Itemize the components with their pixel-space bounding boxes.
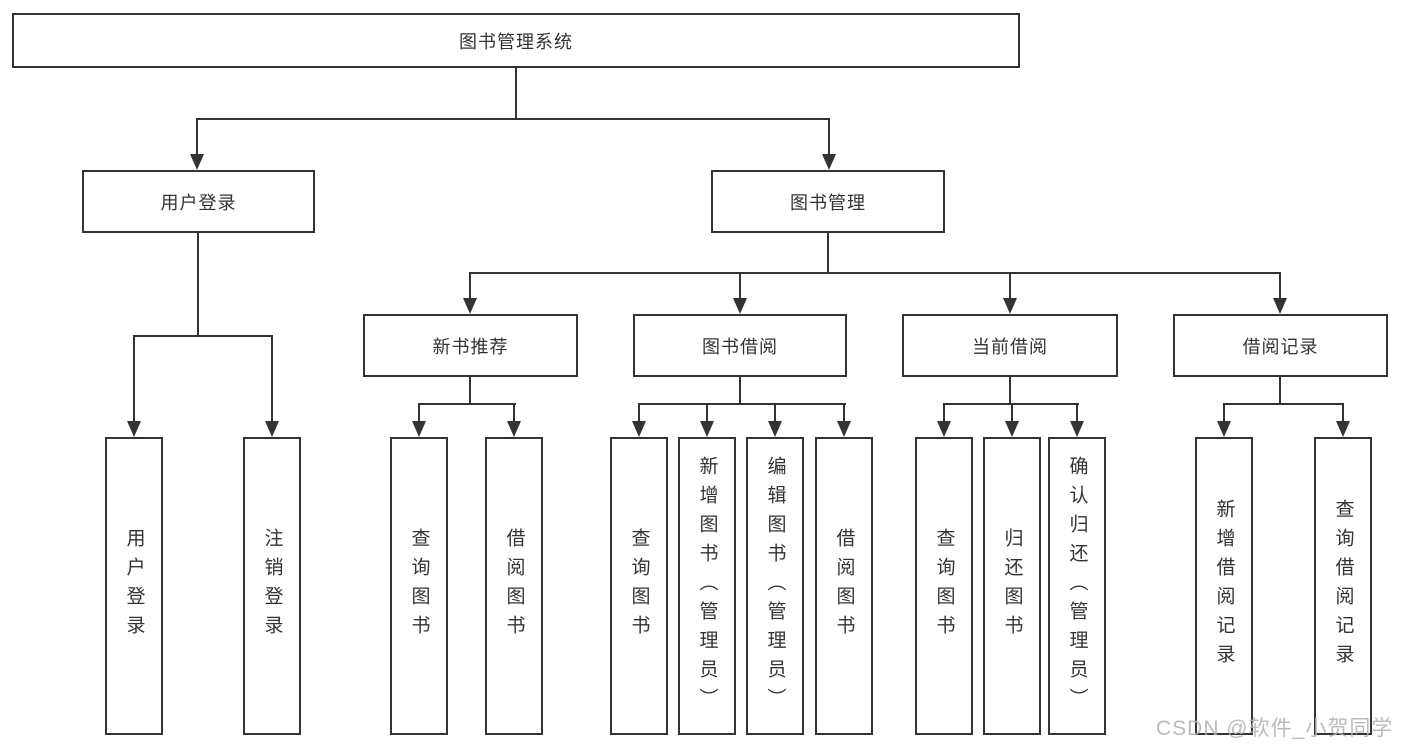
connector-vline bbox=[469, 272, 471, 300]
leaf-add-book-admin: 新增图书（管理员） bbox=[678, 437, 736, 735]
node-label: 借阅图书 bbox=[503, 528, 525, 644]
arrow-down-icon bbox=[1217, 421, 1231, 437]
connector-vline bbox=[197, 233, 199, 335]
node-label: 确认归还（管理员） bbox=[1066, 455, 1088, 717]
arrow-down-icon bbox=[265, 421, 279, 437]
leaf-query-books-current: 查询图书 bbox=[915, 437, 973, 735]
connector-vline bbox=[271, 335, 273, 423]
node-library-management-system: 图书管理系统 bbox=[12, 13, 1020, 68]
connector-vline bbox=[1279, 377, 1281, 403]
arrow-down-icon bbox=[822, 154, 836, 170]
arrow-down-icon bbox=[1003, 298, 1017, 314]
node-book-management: 图书管理 bbox=[711, 170, 945, 233]
node-label: 借阅记录 bbox=[1242, 336, 1319, 357]
node-label: 查询借阅记录 bbox=[1332, 499, 1354, 673]
connector-vline bbox=[843, 403, 845, 423]
leaf-return-book: 归还图书 bbox=[983, 437, 1041, 735]
connector-hline bbox=[133, 335, 273, 337]
arrow-down-icon bbox=[632, 421, 646, 437]
leaf-borrow-books-recommend: 借阅图书 bbox=[485, 437, 543, 735]
arrow-down-icon bbox=[1070, 421, 1084, 437]
arrow-down-icon bbox=[733, 298, 747, 314]
node-label: 借阅图书 bbox=[833, 528, 855, 644]
arrow-down-icon bbox=[937, 421, 951, 437]
node-borrowing-records: 借阅记录 bbox=[1173, 314, 1388, 377]
node-label: 图书管理 bbox=[790, 192, 866, 213]
watermark: CSDN @软件_小贺同学 bbox=[1156, 717, 1394, 740]
node-label: 图书借阅 bbox=[702, 336, 778, 357]
connector-vline bbox=[1223, 403, 1225, 423]
connector-vline bbox=[1342, 403, 1344, 423]
leaf-user-login: 用户登录 bbox=[105, 437, 163, 735]
connector-vline bbox=[469, 377, 471, 403]
node-label: 图书管理系统 bbox=[459, 31, 573, 52]
connector-vline bbox=[1076, 403, 1078, 423]
connector-hline bbox=[638, 403, 846, 405]
connector-vline bbox=[133, 335, 135, 423]
leaf-confirm-return-admin: 确认归还（管理员） bbox=[1048, 437, 1106, 735]
leaf-add-borrow-record: 新增借阅记录 bbox=[1195, 437, 1253, 735]
connector-vline bbox=[513, 403, 515, 423]
connector-hline bbox=[418, 403, 516, 405]
leaf-borrow-books: 借阅图书 bbox=[815, 437, 873, 735]
node-label: 用户登录 bbox=[160, 192, 237, 213]
connector-hline bbox=[196, 118, 830, 120]
connector-hline bbox=[1223, 403, 1344, 405]
connector-vline bbox=[1279, 272, 1281, 300]
arrow-down-icon bbox=[1336, 421, 1350, 437]
arrow-down-icon bbox=[700, 421, 714, 437]
connector-hline bbox=[469, 272, 1281, 274]
node-user-login: 用户登录 bbox=[82, 170, 315, 233]
arrow-down-icon bbox=[412, 421, 426, 437]
arrow-down-icon bbox=[190, 154, 204, 170]
connector-vline bbox=[1011, 403, 1013, 423]
node-label: 新增借阅记录 bbox=[1213, 499, 1235, 673]
arrow-down-icon bbox=[837, 421, 851, 437]
node-label: 注销登录 bbox=[261, 528, 283, 644]
arrow-down-icon bbox=[507, 421, 521, 437]
connector-vline bbox=[515, 68, 517, 118]
node-label: 查询图书 bbox=[933, 528, 955, 644]
connector-vline bbox=[418, 403, 420, 423]
connector-vline bbox=[196, 118, 198, 156]
arrow-down-icon bbox=[1005, 421, 1019, 437]
arrow-down-icon bbox=[127, 421, 141, 437]
node-label: 归还图书 bbox=[1001, 528, 1023, 644]
node-label: 新增图书（管理员） bbox=[696, 455, 718, 717]
connector-vline bbox=[827, 233, 829, 272]
node-label: 查询图书 bbox=[628, 528, 650, 644]
connector-vline bbox=[739, 377, 741, 403]
leaf-query-books-borrowing: 查询图书 bbox=[610, 437, 668, 735]
node-current-borrowing: 当前借阅 bbox=[902, 314, 1118, 377]
node-label: 当前借阅 bbox=[972, 336, 1048, 357]
node-book-borrowing: 图书借阅 bbox=[633, 314, 847, 377]
connector-vline bbox=[739, 272, 741, 300]
node-label: 编辑图书（管理员） bbox=[764, 455, 786, 717]
connector-vline bbox=[706, 403, 708, 423]
arrow-down-icon bbox=[463, 298, 477, 314]
leaf-logout: 注销登录 bbox=[243, 437, 301, 735]
connector-vline bbox=[828, 118, 830, 156]
arrow-down-icon bbox=[768, 421, 782, 437]
node-new-book-recommend: 新书推荐 bbox=[363, 314, 578, 377]
connector-vline bbox=[1009, 377, 1011, 403]
connector-vline bbox=[774, 403, 776, 423]
leaf-query-books-recommend: 查询图书 bbox=[390, 437, 448, 735]
connector-vline bbox=[1009, 272, 1011, 300]
leaf-query-borrow-record: 查询借阅记录 bbox=[1314, 437, 1372, 735]
node-label: 查询图书 bbox=[408, 528, 430, 644]
arrow-down-icon bbox=[1273, 298, 1287, 314]
connector-vline bbox=[943, 403, 945, 423]
node-label: 用户登录 bbox=[123, 528, 145, 644]
node-label: 新书推荐 bbox=[432, 336, 509, 357]
leaf-edit-book-admin: 编辑图书（管理员） bbox=[746, 437, 804, 735]
connector-vline bbox=[638, 403, 640, 423]
